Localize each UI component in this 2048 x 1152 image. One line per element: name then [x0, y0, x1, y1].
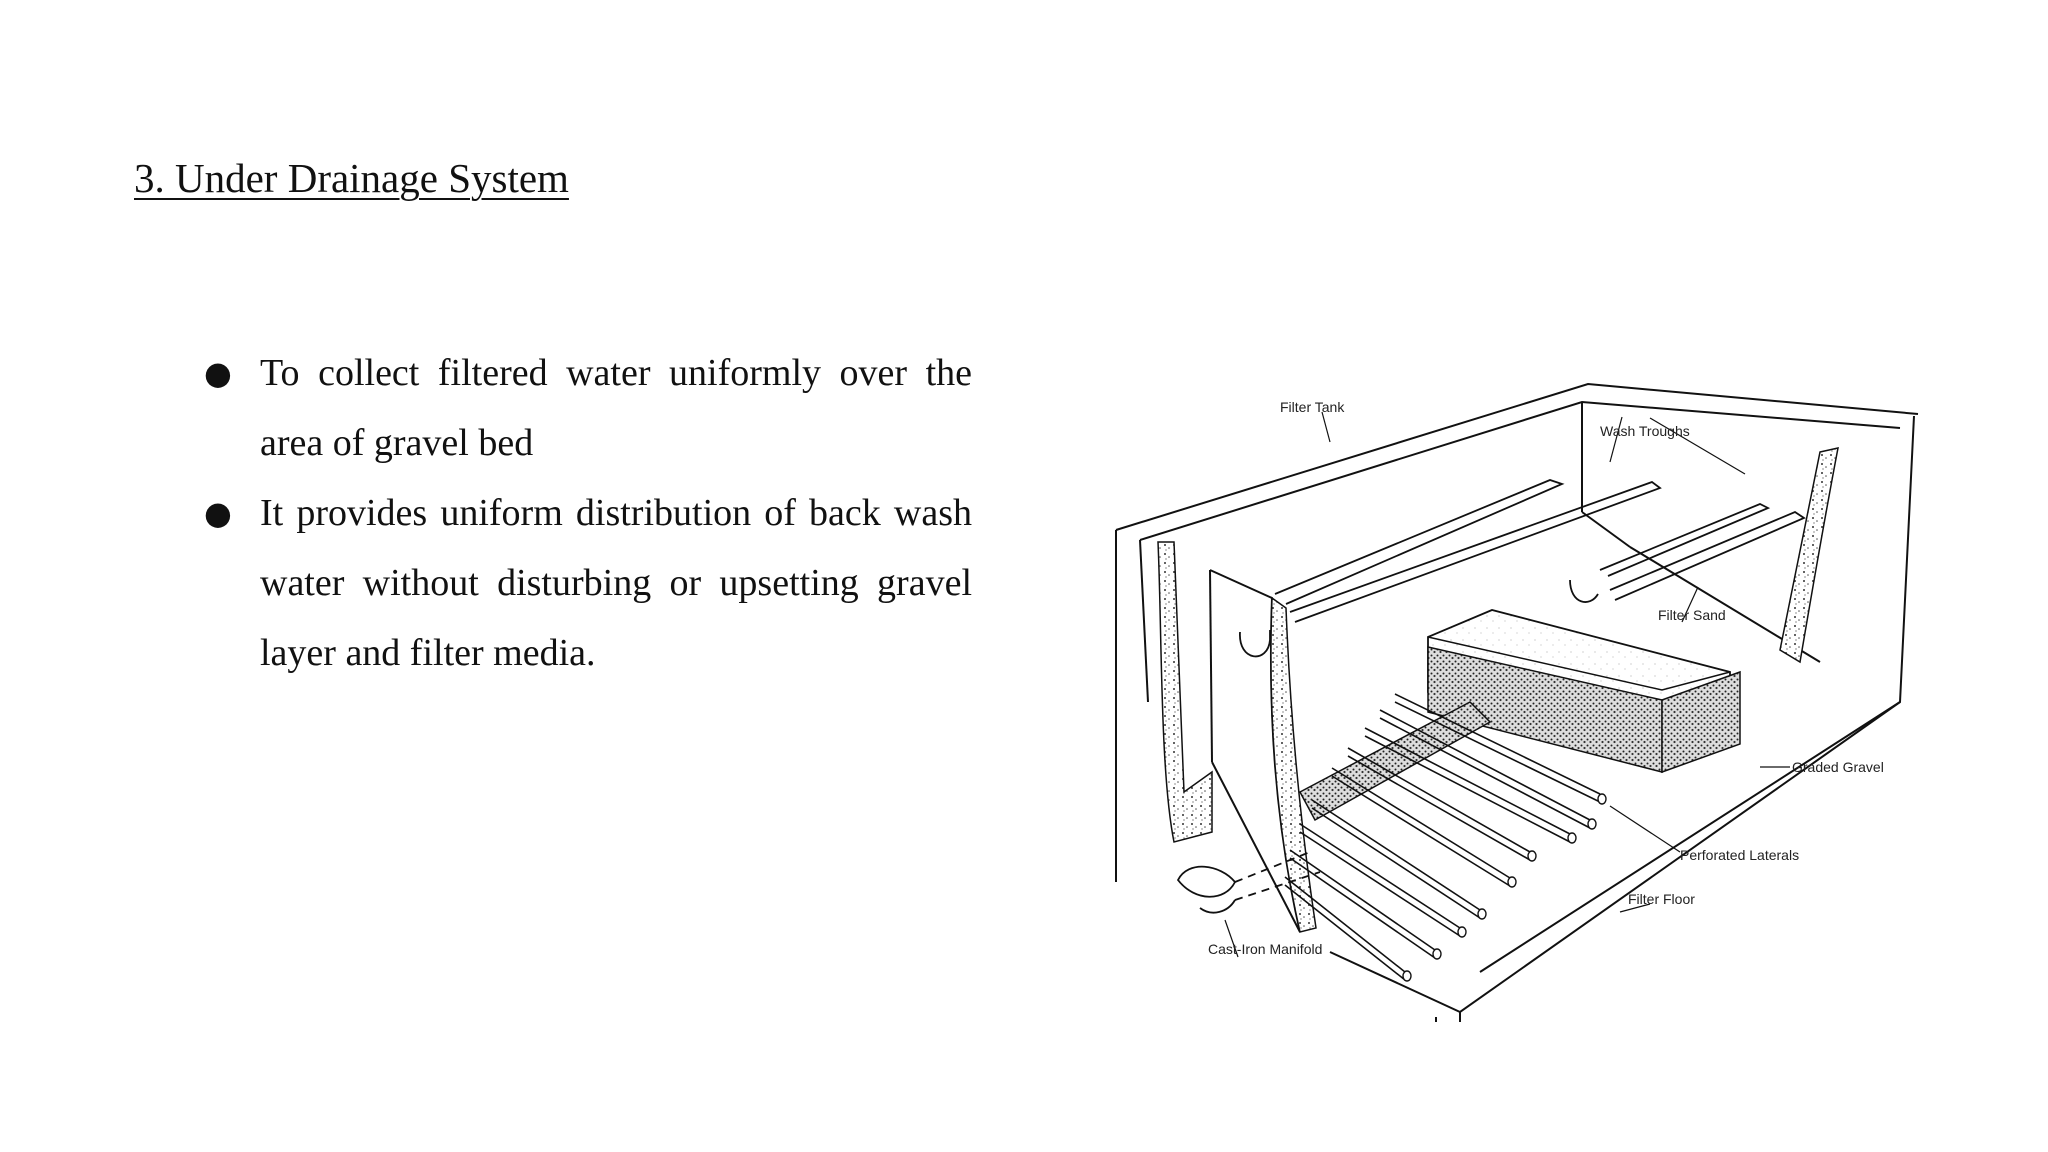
- label-filter-floor: Filter Floor: [1628, 891, 1695, 907]
- bullet-text: It provides uniform distribution of back…: [260, 492, 972, 674]
- bullet-list: ● To collect filtered water uniformly ov…: [196, 338, 972, 688]
- manifold-channel: [1298, 701, 1492, 822]
- bullet-text: To collect filtered water uniformly over…: [260, 352, 972, 464]
- bullet-dot-icon: ●: [204, 494, 232, 532]
- label-filter-sand: Filter Sand: [1658, 607, 1726, 623]
- filter-diagram: Filter Tank Wash Troughs Filter Sand Gra…: [1100, 372, 1920, 1022]
- partition-wall-section: [1270, 596, 1317, 933]
- label-filter-tank: Filter Tank: [1280, 399, 1345, 415]
- bullet-item: ● To collect filtered water uniformly ov…: [196, 338, 972, 478]
- label-wash-troughs: Wash Troughs: [1600, 423, 1690, 439]
- label-perforated-laterals: Perforated Laterals: [1680, 847, 1799, 863]
- bullet-dot-icon: ●: [204, 354, 232, 392]
- perforated-laterals: [1284, 693, 1601, 981]
- wash-troughs: [1239, 479, 1806, 658]
- label-graded-gravel: Graded Gravel: [1792, 759, 1884, 775]
- label-cast-iron-manifold: Cast-Iron Manifold: [1208, 941, 1322, 957]
- bullet-item: ● It provides uniform distribution of ba…: [196, 478, 972, 688]
- leader-lines: [1224, 411, 1790, 958]
- filter-diagram-svg: Filter Tank Wash Troughs Filter Sand Gra…: [1115, 382, 1919, 1022]
- manifold-pipe: [1176, 851, 1321, 914]
- left-wall-section: [1157, 541, 1213, 843]
- right-wall-section: [1779, 447, 1839, 664]
- slide-title: 3. Under Drainage System: [134, 155, 569, 201]
